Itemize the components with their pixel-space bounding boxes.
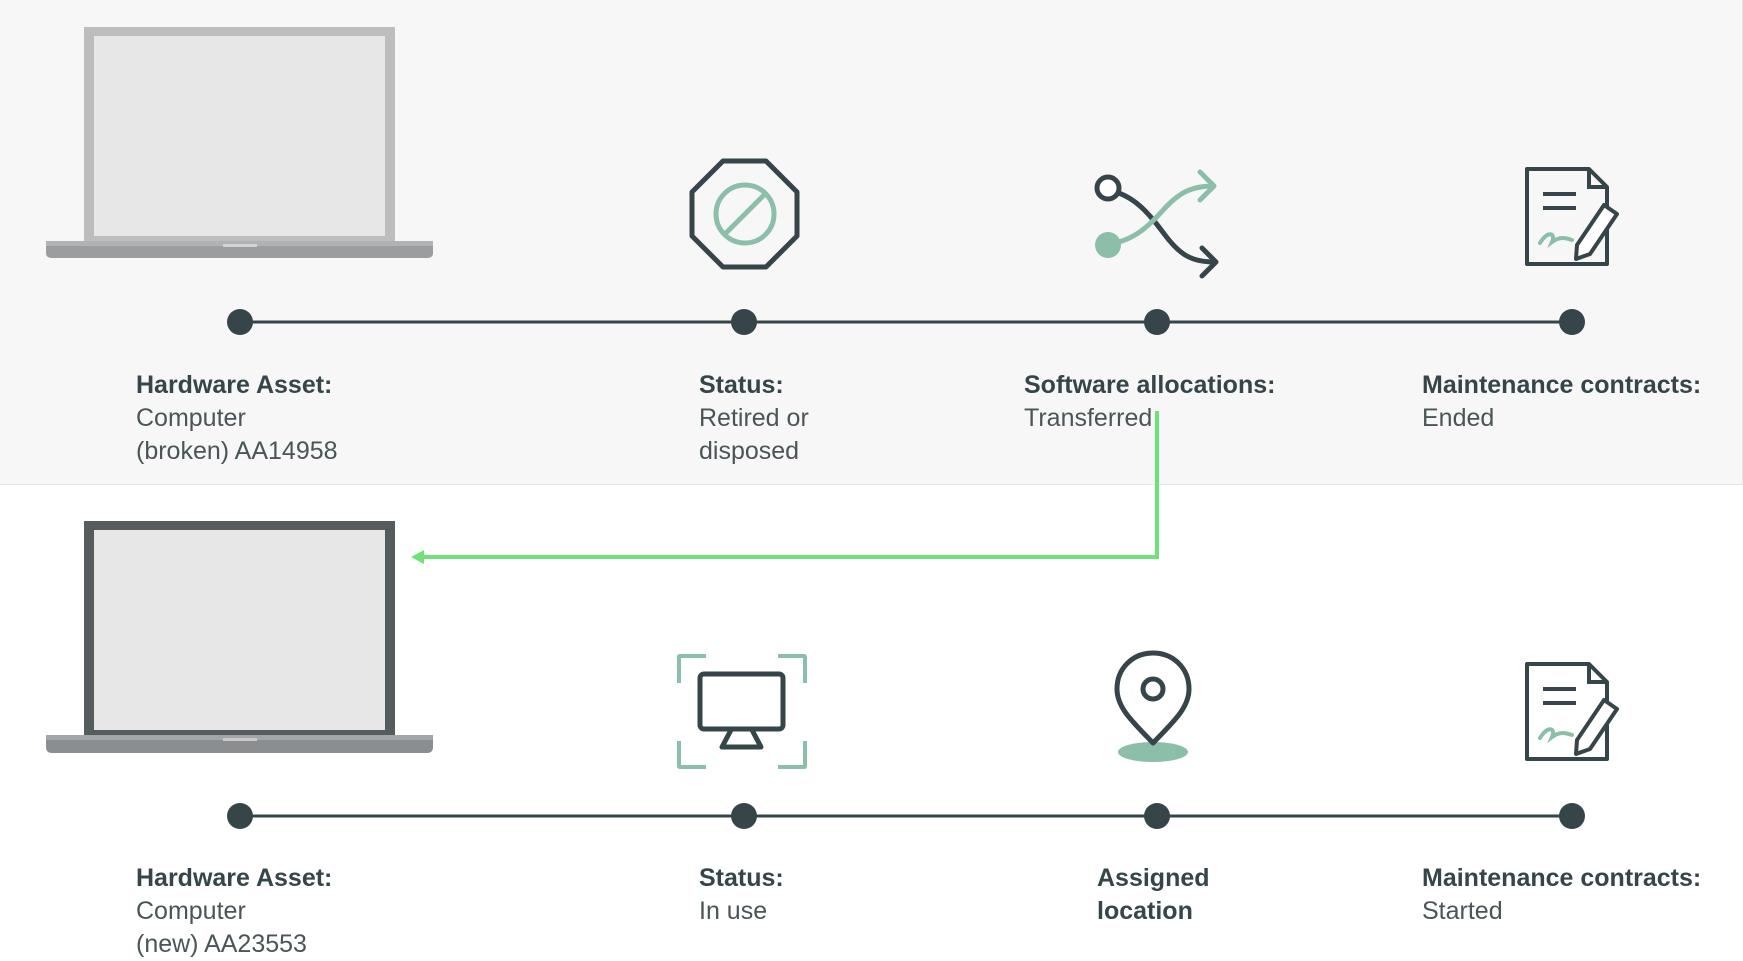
label-title: location [1097,897,1193,925]
label-line: Computer [136,404,246,432]
timeline-node [731,309,757,335]
label-software-allocations: Software allocations: Transferred [1024,369,1275,435]
label-line: disposed [699,437,800,465]
label-hardware-asset-new: Hardware Asset: Computer (new) AA23553 [136,862,332,961]
monitor-focus-icon [677,654,807,769]
timeline-node [1144,803,1170,829]
laptop-broken-icon [46,27,433,258]
timeline-node [1144,309,1170,335]
label-line: (broken) AA14958 [136,437,338,465]
signed-document-icon [1525,167,1619,266]
prohibited-icon [689,158,800,270]
label-maintenance-new: Maintenance contracts: Started [1422,862,1701,928]
label-hardware-asset-old: Hardware Asset: Computer (broken) AA1495… [136,369,338,468]
label-title: Hardware Asset: [136,864,333,892]
signed-document-icon [1525,662,1619,761]
timeline-node [1559,803,1585,829]
label-title: Assigned [1097,864,1210,892]
label-maintenance-old: Maintenance contracts: Ended [1422,369,1701,435]
label-line: Computer [136,897,246,925]
label-title: Maintenance contracts: [1422,864,1702,892]
label-title: Status: [699,864,784,892]
laptop-new-icon [46,521,433,753]
label-line: Started [1422,897,1503,925]
label-line: Retired or [699,404,809,432]
label-line: Transferred [1024,404,1153,432]
timeline-old [227,309,1585,335]
label-status-old: Status: Retired or disposed [699,369,809,468]
timeline-node [227,309,253,335]
timeline-new [227,803,1585,829]
timeline-node [227,803,253,829]
label-title: Hardware Asset: [136,371,333,399]
label-title: Maintenance contracts: [1422,371,1702,399]
label-line: Ended [1422,404,1495,432]
label-assigned-location: Assigned location [1097,862,1210,928]
label-line: (new) AA23553 [136,930,307,958]
timeline-node [1559,309,1585,335]
label-title: Software allocations: [1024,371,1276,399]
timeline-node [731,803,757,829]
label-line: In use [699,897,768,925]
label-status-new: Status: In use [699,862,784,928]
location-pin-icon [1114,650,1192,762]
shuffle-icon [1094,169,1219,279]
label-title: Status: [699,371,784,399]
